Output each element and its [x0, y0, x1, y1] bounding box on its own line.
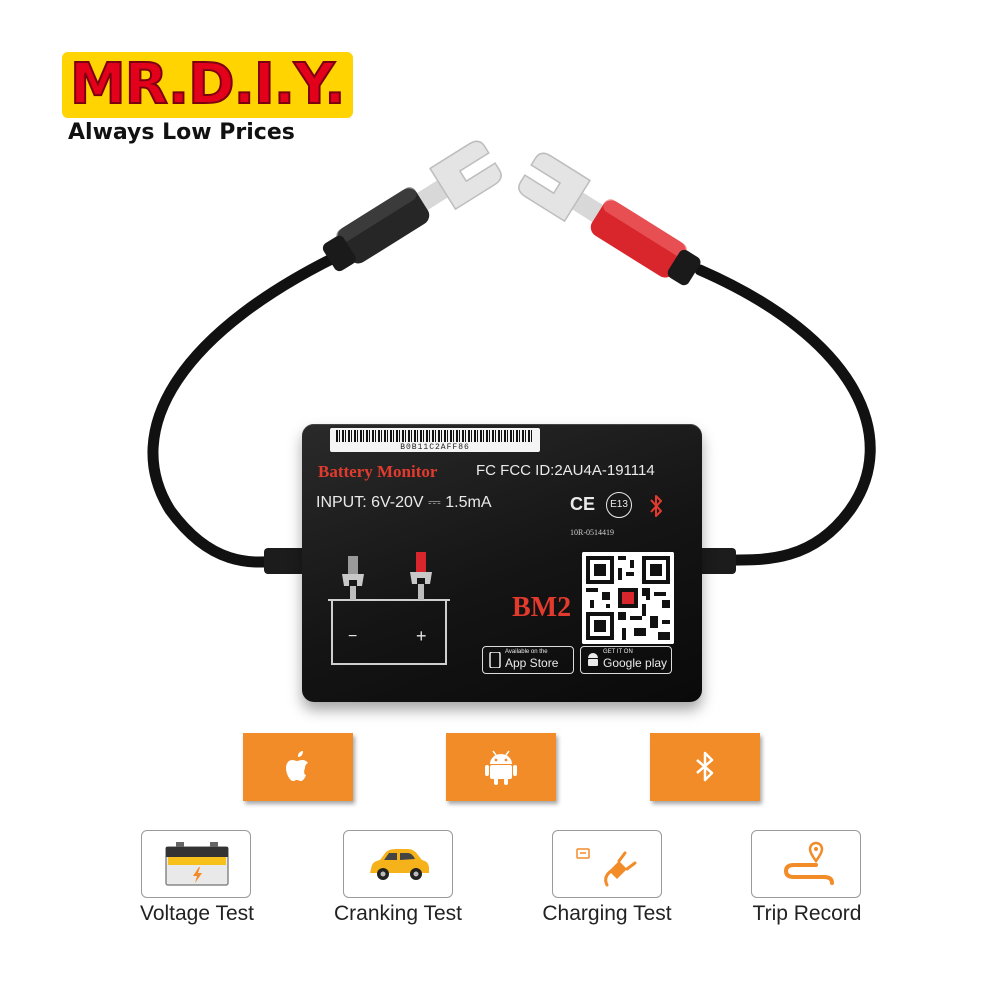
black-terminal [322, 140, 502, 272]
plug-icon [576, 848, 637, 887]
bluetooth-platform-tile [650, 733, 760, 801]
ce-mark: CE [570, 494, 596, 514]
brand-logo: MR.D.I.Y. Always Low Prices [62, 51, 353, 152]
car-icon [370, 849, 429, 880]
fcc-id: FC FCC ID:2AU4A-191114 [476, 462, 655, 479]
charging-test-label: Charging Test [542, 902, 672, 925]
battery-diagram-icon [328, 552, 450, 665]
google-play-label: Google play [603, 656, 668, 670]
battery-monitor-device: B0B11C2AFF86 Battery Monitor FC FCC ID:2… [302, 424, 702, 702]
qr-code [582, 552, 674, 644]
android-icon [485, 750, 517, 785]
battery-illustration: − + [324, 542, 454, 672]
charging-test-card [552, 830, 662, 898]
bluetooth-icon [696, 751, 714, 782]
red-terminal [518, 152, 701, 286]
barcode-number: B0B11C2AFF86 [400, 443, 470, 452]
e-mark-badge: E13 [606, 492, 632, 518]
trip-record-card [751, 830, 861, 898]
route-icon [783, 841, 834, 885]
android-icon [588, 653, 598, 666]
google-play-caption: GET IT ON [603, 649, 633, 655]
left-strain-relief [264, 548, 306, 574]
input-rating: INPUT: 6V-20V ⎓ 1.5mA [316, 494, 492, 511]
app-store-label: App Store [505, 656, 559, 670]
certification-number: 10R-0514419 [570, 528, 614, 537]
phone-icon [489, 652, 501, 668]
bluetooth-icon [650, 495, 662, 517]
battery-icon [165, 842, 229, 886]
voltage-test-label: Voltage Test [139, 902, 255, 925]
barcode-bars [336, 430, 534, 442]
barcode-label: B0B11C2AFF86 [330, 428, 540, 452]
voltage-test-card [141, 830, 251, 898]
cranking-test-label: Cranking Test [333, 902, 462, 925]
black-cable [147, 244, 356, 568]
app-store-badge: Available on the App Store [482, 646, 574, 674]
google-play-badge: GET IT ON Google play [580, 646, 672, 674]
cranking-test-card [343, 830, 453, 898]
battery-minus-label: − [348, 628, 358, 645]
apple-icon [286, 751, 308, 781]
model-name: BM2 [512, 592, 572, 623]
trip-record-label: Trip Record [752, 902, 862, 925]
red-lead-cable [694, 264, 876, 566]
logo-tagline: Always Low Prices [68, 120, 295, 145]
android-platform-tile [446, 733, 556, 801]
app-store-caption: Available on the [505, 649, 548, 655]
device-title: Battery Monitor [318, 462, 438, 481]
right-strain-relief [694, 548, 736, 574]
logo-wordmark: MR.D.I.Y. [62, 51, 353, 118]
apple-platform-tile [243, 733, 353, 801]
battery-plus-label: + [416, 626, 427, 646]
